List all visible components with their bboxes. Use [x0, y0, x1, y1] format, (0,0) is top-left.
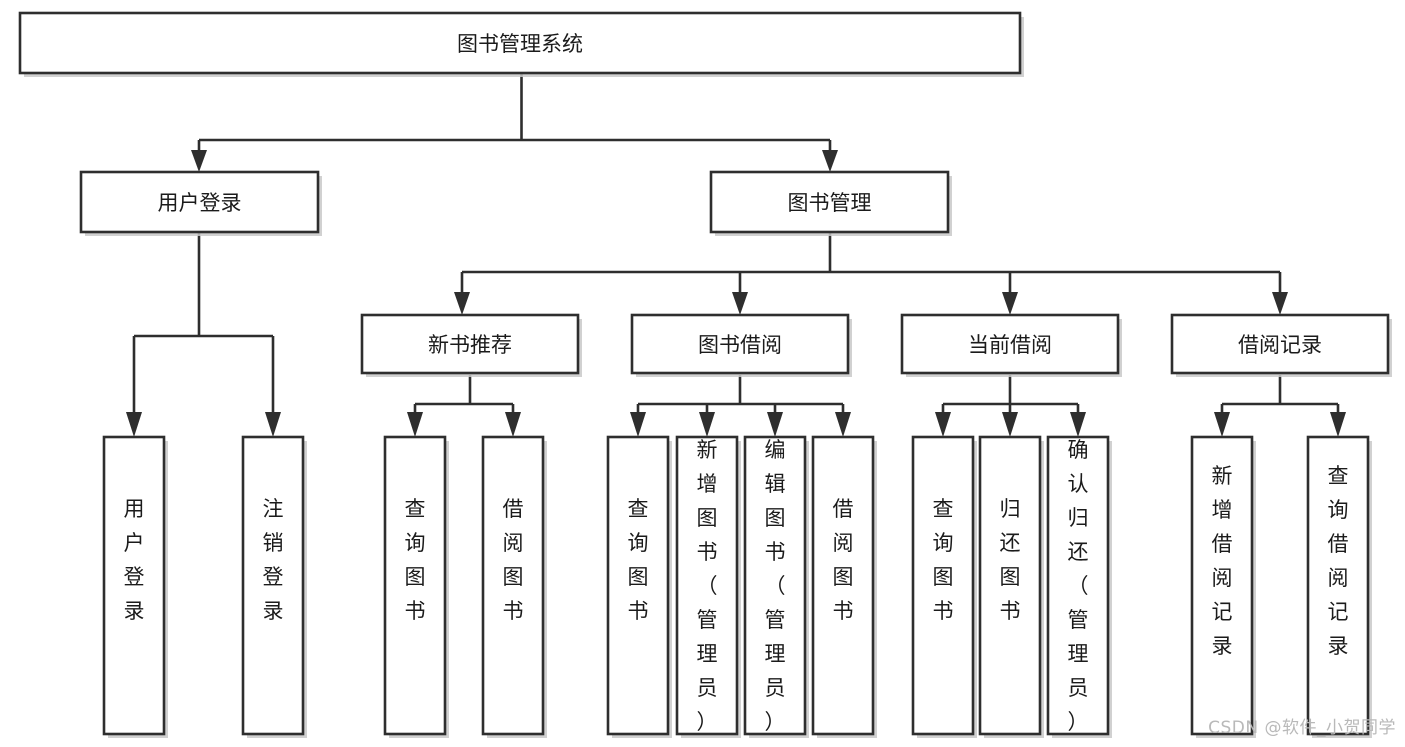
- arrow-borrow-to-leaf7: [767, 412, 783, 437]
- node-leaf-2-label: 注销登录: [263, 497, 284, 623]
- node-leaf-12-label: 新增借阅记录: [1212, 464, 1233, 658]
- node-borrow[interactable]: 图书借阅: [630, 313, 852, 377]
- node-leaf-6-label: 新增图书（管理员）: [697, 438, 718, 734]
- arrow-bookmgmt-to-current: [1002, 292, 1018, 315]
- node-leaf-1-label: 用户登录: [124, 497, 145, 623]
- node-leaf-3[interactable]: 查询图书: [383, 435, 449, 738]
- node-bookmgmt-label: 图书管理: [788, 191, 872, 215]
- node-leaf-9-label: 查询图书: [933, 497, 954, 623]
- node-leaf-4[interactable]: 借阅图书: [481, 435, 547, 738]
- node-leaf-8-label: 借阅图书: [833, 497, 854, 623]
- arrow-newbook-to-leaf4: [505, 412, 521, 437]
- arrow-login-to-leaf1: [126, 412, 142, 437]
- node-leaf-2[interactable]: 注销登录: [241, 435, 307, 738]
- node-leaf-10-label: 归还图书: [1000, 497, 1021, 623]
- node-leaf-8[interactable]: 借阅图书: [811, 435, 877, 738]
- arrow-current-to-leaf9: [935, 412, 951, 437]
- arrow-records-to-leaf12: [1214, 412, 1230, 437]
- node-bookmgmt[interactable]: 图书管理: [709, 170, 952, 236]
- node-leaf-7-label: 编辑图书（管理员）: [765, 438, 786, 734]
- node-leaf-12[interactable]: 新增借阅记录: [1190, 435, 1256, 738]
- node-login[interactable]: 用户登录: [79, 170, 322, 236]
- arrow-records-to-leaf13: [1330, 412, 1346, 437]
- edges-layer: [126, 73, 1346, 437]
- arrow-root-to-bookmgmt: [822, 150, 838, 172]
- node-leaf-5[interactable]: 查询图书: [606, 435, 672, 738]
- node-login-label: 用户登录: [158, 191, 242, 215]
- arrow-bookmgmt-to-borrow: [732, 292, 748, 315]
- node-records[interactable]: 借阅记录: [1170, 313, 1392, 377]
- arrow-root-to-login: [191, 150, 207, 172]
- nodes-layer: 图书管理系统 用户登录 图书管理 新书推荐: [18, 11, 1392, 738]
- node-current[interactable]: 当前借阅: [900, 313, 1122, 377]
- node-leaf-10[interactable]: 归还图书: [978, 435, 1044, 738]
- arrow-borrow-to-leaf6: [699, 412, 715, 437]
- node-newbook-label: 新书推荐: [428, 333, 512, 357]
- node-current-label: 当前借阅: [968, 333, 1052, 357]
- node-records-label: 借阅记录: [1238, 333, 1322, 357]
- node-leaf-4-label: 借阅图书: [503, 497, 524, 623]
- node-leaf-6[interactable]: 新增图书（管理员）: [675, 435, 741, 738]
- node-leaf-11-label: 确认归还（管理员）: [1068, 438, 1089, 734]
- arrow-login-to-leaf2: [265, 412, 281, 437]
- arrow-current-to-leaf11: [1070, 412, 1086, 437]
- node-leaf-7[interactable]: 编辑图书（管理员）: [743, 435, 809, 738]
- node-leaf-9[interactable]: 查询图书: [911, 435, 977, 738]
- node-root-label: 图书管理系统: [457, 32, 583, 56]
- node-root[interactable]: 图书管理系统: [18, 11, 1024, 77]
- arrow-borrow-to-leaf8: [835, 412, 851, 437]
- node-leaf-3-label: 查询图书: [405, 497, 426, 623]
- node-leaf-5-label: 查询图书: [628, 497, 649, 623]
- node-newbook[interactable]: 新书推荐: [360, 313, 582, 377]
- arrow-bookmgmt-to-records: [1272, 292, 1288, 315]
- node-leaf-13[interactable]: 查询借阅记录: [1306, 435, 1372, 738]
- arrow-current-to-leaf10: [1002, 412, 1018, 437]
- node-leaf-11[interactable]: 确认归还（管理员）: [1046, 435, 1112, 738]
- csdn-watermark: CSDN @软件_小贺同学: [1208, 718, 1396, 738]
- node-leaf-13-label: 查询借阅记录: [1328, 464, 1349, 658]
- arrow-borrow-to-leaf5: [630, 412, 646, 437]
- arrow-bookmgmt-to-newbook: [454, 292, 470, 315]
- node-borrow-label: 图书借阅: [698, 333, 782, 357]
- node-leaf-1[interactable]: 用户登录: [102, 435, 168, 738]
- arrow-newbook-to-leaf3: [407, 412, 423, 437]
